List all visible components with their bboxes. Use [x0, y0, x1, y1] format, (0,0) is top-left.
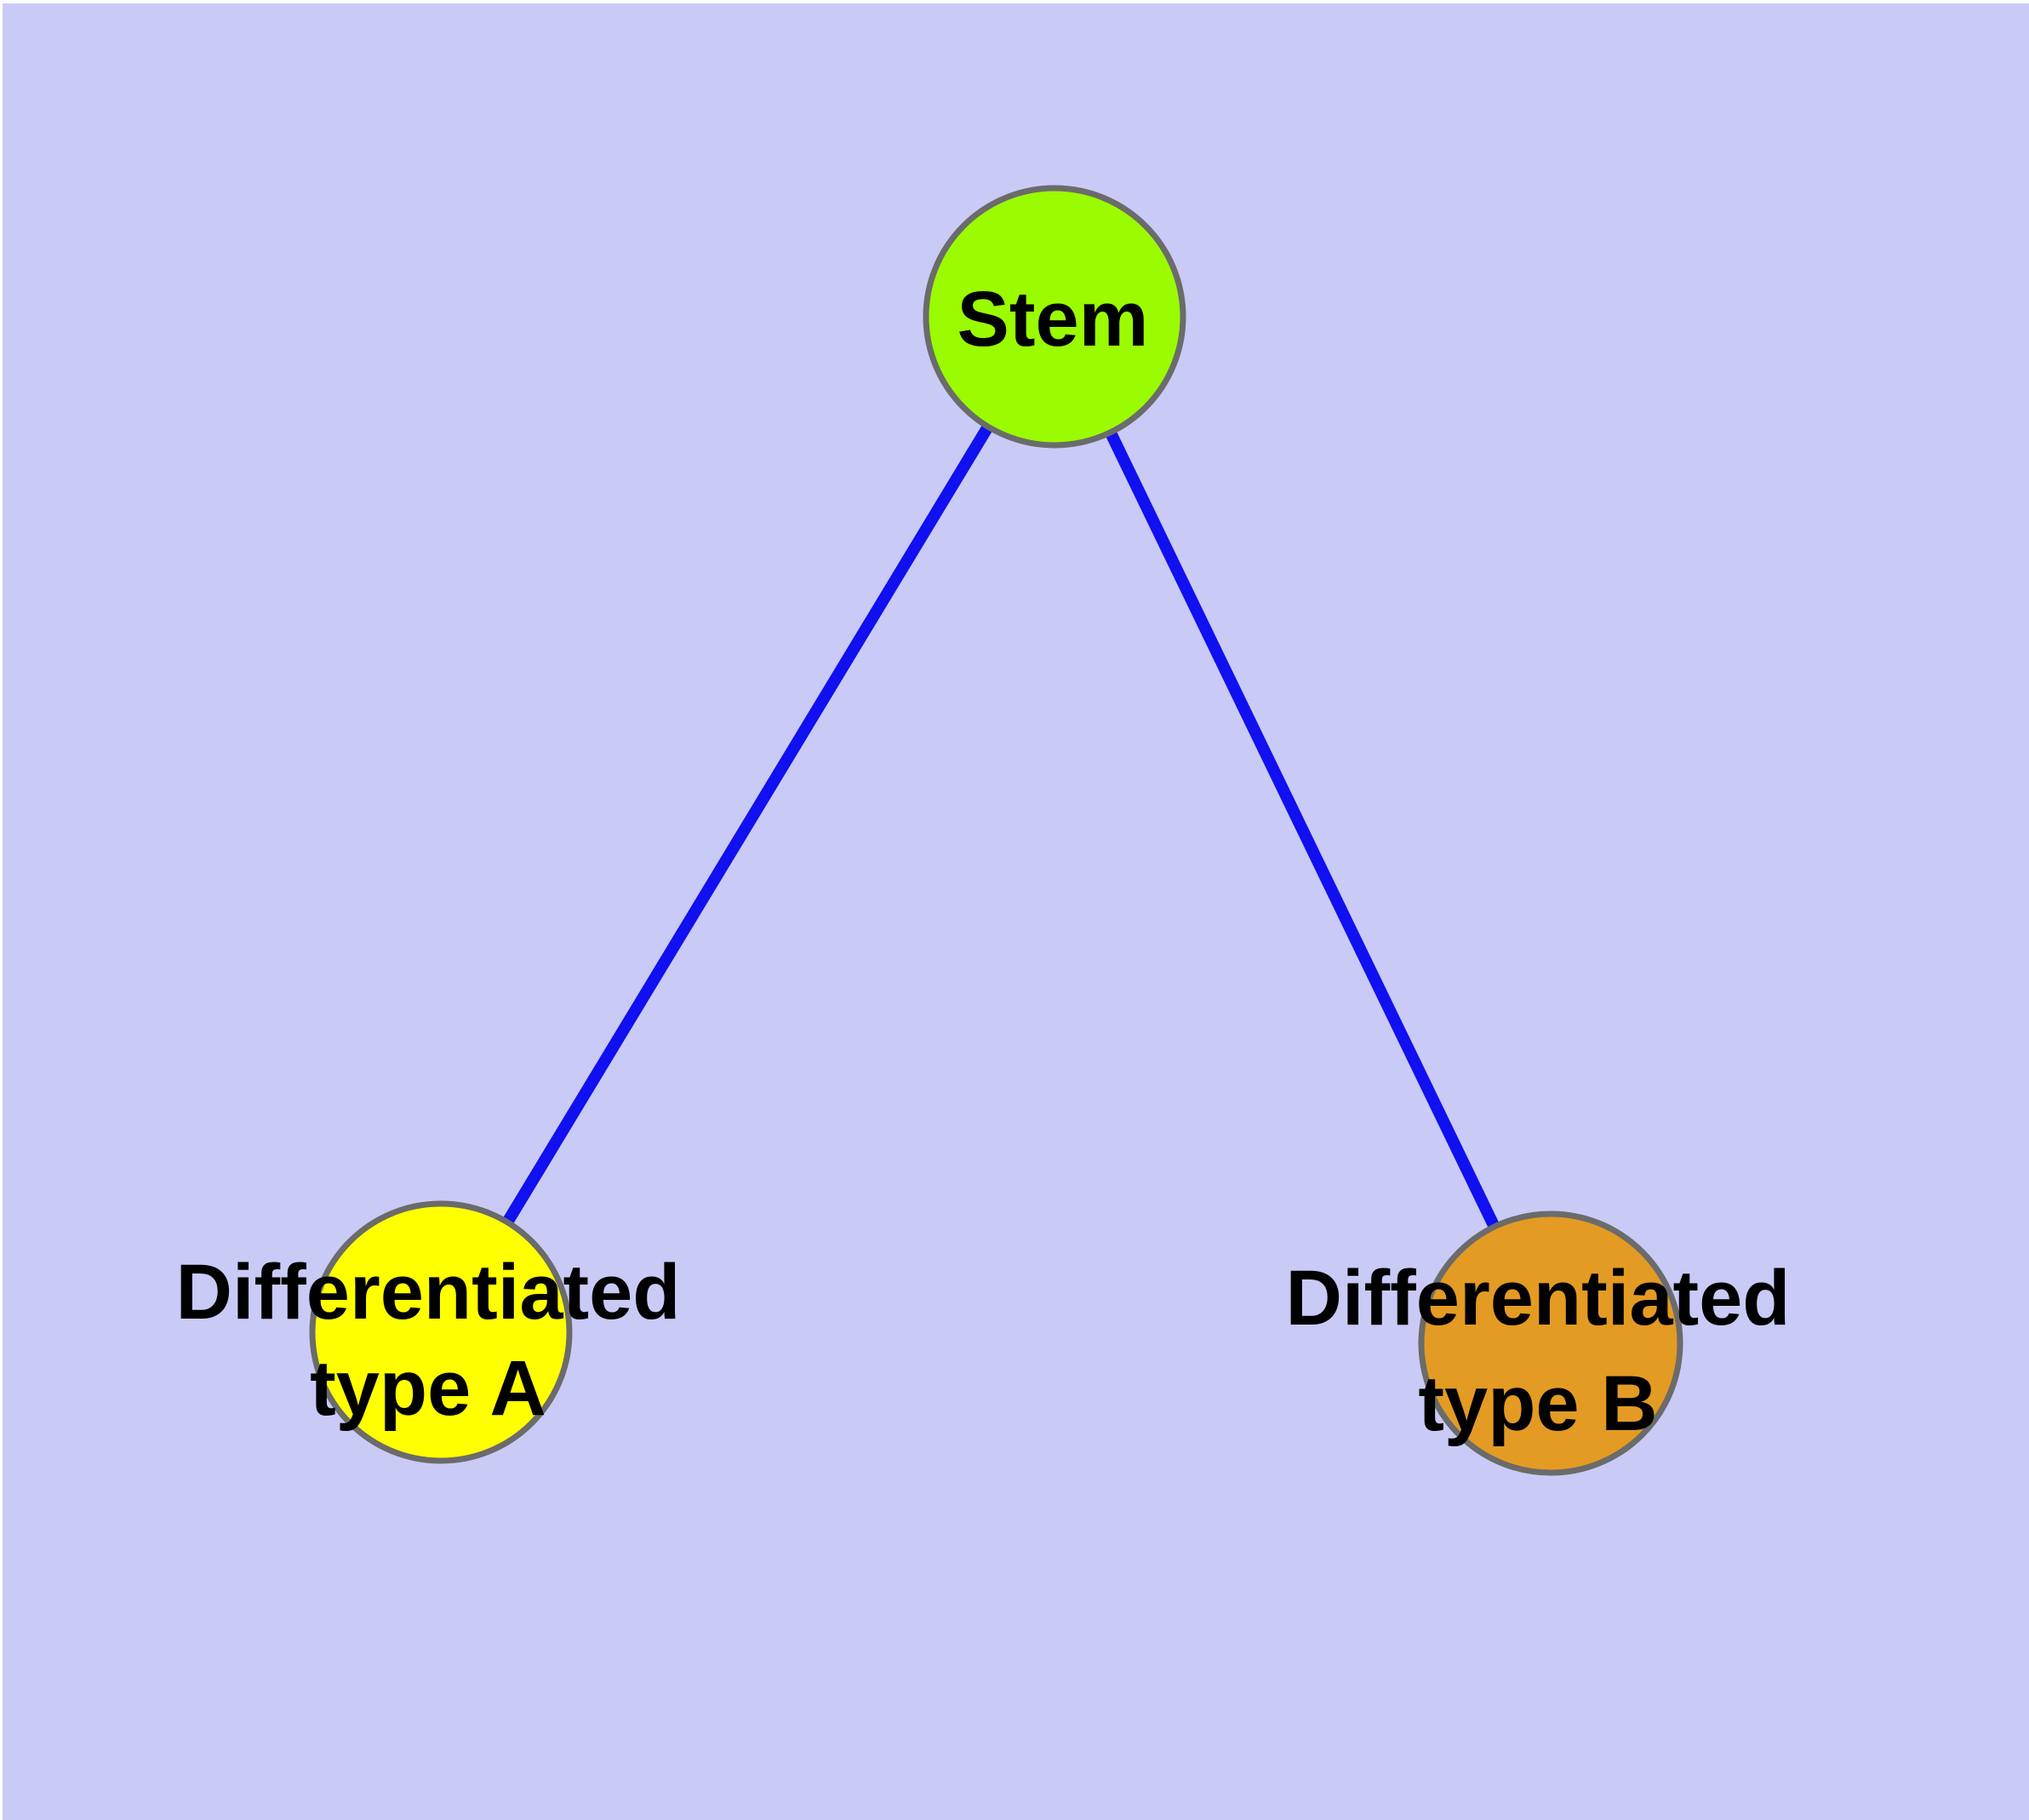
node-label-diff-a-line2: type A [310, 1345, 546, 1432]
node-label-stem-line1: Stem [957, 276, 1149, 363]
node-label-diff-b-line2: type B [1418, 1360, 1657, 1447]
node-label-diff-b-line1: Differentiated [1286, 1255, 1791, 1342]
edge-stem-diff-b [1049, 313, 1557, 1347]
node-stem [923, 185, 1186, 449]
node-label-diff-a-line1: Differentiated [176, 1249, 681, 1336]
edge-stem-diff-a [436, 313, 1060, 1336]
edges-layer [436, 313, 1557, 1347]
node-diff-a [309, 1200, 573, 1464]
nodes-layer [309, 185, 1683, 1476]
node-diff-b [1418, 1210, 1683, 1476]
